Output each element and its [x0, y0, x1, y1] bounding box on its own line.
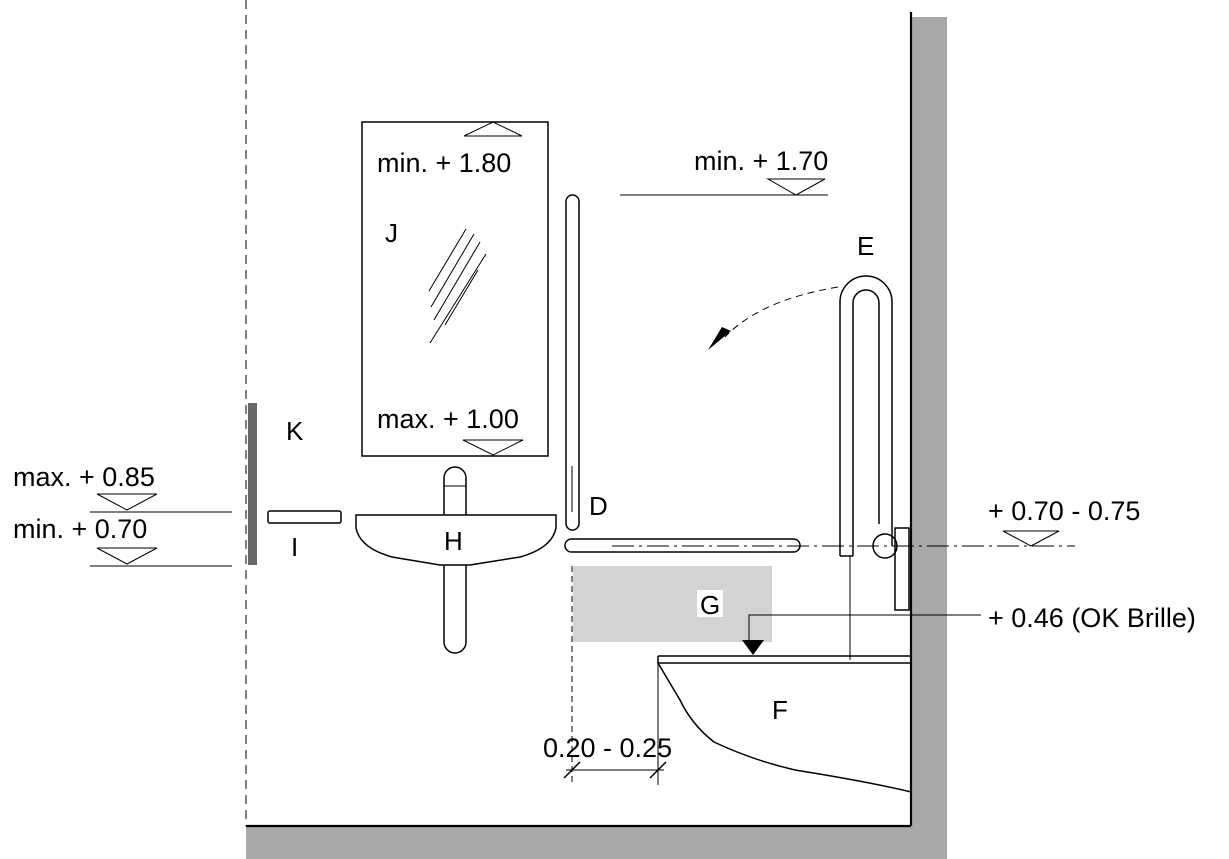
- panel-K: [248, 403, 257, 565]
- zone-G-fill: [573, 566, 772, 642]
- clearance-dimension: [563, 761, 667, 779]
- floor-shade: [246, 826, 947, 859]
- mirror-bottom-height: max. + 1.00: [377, 404, 519, 434]
- text-labels: min. + 1.80 max. + 1.00 min. + 1.70 max.…: [13, 146, 1196, 763]
- grab-E-inner: [852, 289, 880, 546]
- grab-E-hinge: [872, 533, 898, 559]
- grab-E-wall-plate: [894, 527, 910, 611]
- toilet-bowl: [656, 662, 912, 793]
- grab-bar-vertical: [565, 194, 580, 531]
- vertical-grab-bar: [565, 194, 580, 531]
- grab-top-height-marker: [620, 178, 828, 196]
- mirror-bottom-triangle: [462, 439, 524, 456]
- grab-top-height: min. + 1.70: [694, 146, 828, 176]
- handrail-height-triangle: [1002, 530, 1060, 547]
- handrail-height: + 0.70 - 0.75: [988, 496, 1140, 526]
- seat-leader-line: [748, 614, 911, 648]
- horizontal-handrail: [564, 538, 801, 553]
- label-D: D: [589, 491, 608, 521]
- fold-arc: [724, 286, 839, 338]
- label-I: I: [291, 532, 298, 562]
- seat-height: + 0.46 (OK Brille): [988, 603, 1196, 633]
- grab-E-outer: [839, 275, 893, 556]
- min-070-triangle: [96, 547, 158, 565]
- toilet-F: [656, 614, 981, 793]
- dimension-tick-right: [649, 761, 667, 779]
- mirror-top-triangle: [463, 121, 523, 137]
- switch-max-height: max. + 0.85: [13, 462, 155, 492]
- label-J: J: [385, 218, 398, 248]
- mirror-frame: [361, 121, 549, 457]
- mirror-J: [361, 121, 549, 457]
- label-E: E: [857, 231, 874, 261]
- basin-bowl: [355, 514, 557, 566]
- front-clearance-dimension: 0.20 - 0.25: [543, 733, 672, 763]
- label-H: H: [444, 526, 463, 556]
- seat-arrow: [742, 640, 764, 655]
- switch-height-markers: [90, 493, 232, 567]
- right-wall-shade: [911, 17, 947, 859]
- fold-up-grab-bar-E: [708, 275, 910, 660]
- handrail-horizontal: [564, 530, 1075, 553]
- max-085-triangle: [96, 493, 158, 511]
- mirror-top-height: min. + 1.80: [377, 148, 511, 178]
- label-G: G: [700, 590, 720, 620]
- mirror-glare-hatching: [428, 228, 487, 344]
- dimension-tick-left: [563, 761, 581, 779]
- shelf-I: [267, 510, 342, 524]
- min-170-triangle: [766, 178, 826, 196]
- washbasin-H: [355, 466, 557, 654]
- basin-drain-pipe: [443, 565, 467, 654]
- transfer-zone-G: [571, 566, 772, 785]
- label-F: F: [772, 695, 788, 725]
- fold-arrow: [708, 327, 731, 350]
- basin-tap: [443, 466, 467, 515]
- zone-G-label-bg: [697, 590, 723, 617]
- label-K: K: [286, 416, 304, 446]
- switch-min-height: min. + 0.70: [13, 514, 147, 544]
- wall-shading: [246, 17, 947, 859]
